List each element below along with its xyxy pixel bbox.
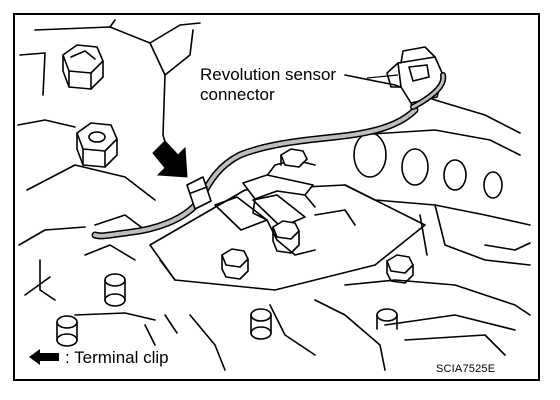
hex-bolt-5 [386, 254, 414, 284]
hex-bolt-4 [221, 248, 249, 280]
arrow-left-icon [29, 349, 59, 365]
hex-bolt-3 [272, 220, 300, 254]
figure-frame: Revolution sensor connector : Terminal c… [13, 13, 540, 381]
transmission-illustration [17, 19, 531, 371]
hex-bolt-1 [62, 44, 104, 90]
housing-lower-right [269, 242, 531, 371]
legend: : Terminal clip [29, 347, 169, 369]
lower-bosses [39, 214, 398, 371]
figure-code: SCIA7525E [436, 363, 496, 375]
housing-right [344, 74, 531, 266]
leader-line [366, 74, 399, 79]
wire-harness [91, 72, 447, 240]
arrow-down-right-icon [152, 140, 188, 178]
label-sensor-line2: connector [198, 85, 277, 104]
detent-spring [242, 174, 316, 221]
hex-bolt-2 [76, 122, 118, 168]
terminal-clip [186, 176, 212, 210]
legend-label: : Terminal clip [65, 348, 169, 367]
hex-bolt-6 [280, 148, 308, 168]
label-sensor-line1: Revolution sensor [198, 65, 339, 84]
